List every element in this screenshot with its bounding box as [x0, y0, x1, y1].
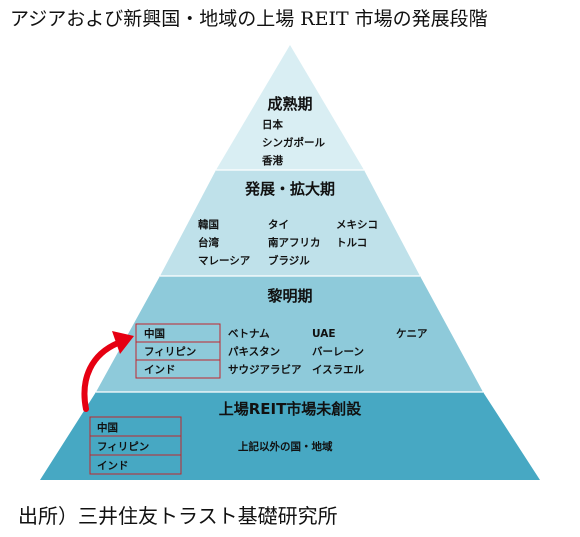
country-label: バーレーン — [312, 346, 364, 358]
country-label: サウジアラビア — [228, 363, 302, 376]
country-label: メキシコ — [336, 219, 378, 231]
country-label: パキスタン — [228, 346, 280, 358]
country-label: トルコ — [336, 237, 367, 249]
tier-uncreated — [40, 392, 540, 480]
country-label: シンガポール — [262, 136, 325, 149]
country-label: 香港 — [261, 154, 283, 167]
boxed-list-frame — [89, 416, 182, 475]
other-regions-note: 上記以外の国・地域 — [238, 440, 333, 453]
tier-expansion — [160, 170, 420, 276]
country-label: UAE — [312, 328, 336, 340]
country-label: ベトナム — [228, 328, 270, 340]
country-label: イスラエル — [312, 364, 365, 376]
country-label: 日本 — [262, 118, 283, 131]
level-title-dawn: 黎明期 — [267, 287, 312, 305]
curved-up-arrow-icon — [81, 331, 134, 412]
country-label: 韓国 — [198, 218, 219, 231]
boxed-list-frame — [135, 323, 221, 379]
level-title-mature: 成熟期 — [267, 95, 312, 113]
tier-mature — [216, 45, 364, 170]
country-label: ケニア — [396, 328, 428, 340]
diagram-title: アジアおよび新興国・地域の上場 REIT 市場の発展段階 — [10, 8, 488, 30]
country-label: フィリピン — [97, 441, 149, 453]
country-label: ブラジル — [268, 254, 310, 267]
country-label: マレーシア — [198, 255, 251, 267]
country-label: フィリピン — [144, 346, 196, 358]
country-label: 中国 — [144, 327, 165, 340]
boxed-country-list: 中国 フィリピン インド — [89, 416, 182, 475]
level-title-uncreated: 上場REIT市場未創設 — [219, 400, 363, 418]
country-label: 台湾 — [198, 236, 219, 249]
tier-dawn — [96, 276, 483, 392]
level-title-expansion: 発展・拡大期 — [244, 180, 335, 198]
country-label: インド — [97, 460, 129, 472]
country-label: インド — [144, 364, 176, 376]
country-label: タイ — [268, 219, 289, 231]
boxed-country-list: 中国 フィリピン インド — [135, 323, 221, 379]
country-label: 南アフリカ — [268, 236, 321, 249]
country-label: 中国 — [97, 421, 118, 434]
source-credit: 出所）三井住友トラスト基礎研究所 — [18, 504, 338, 528]
